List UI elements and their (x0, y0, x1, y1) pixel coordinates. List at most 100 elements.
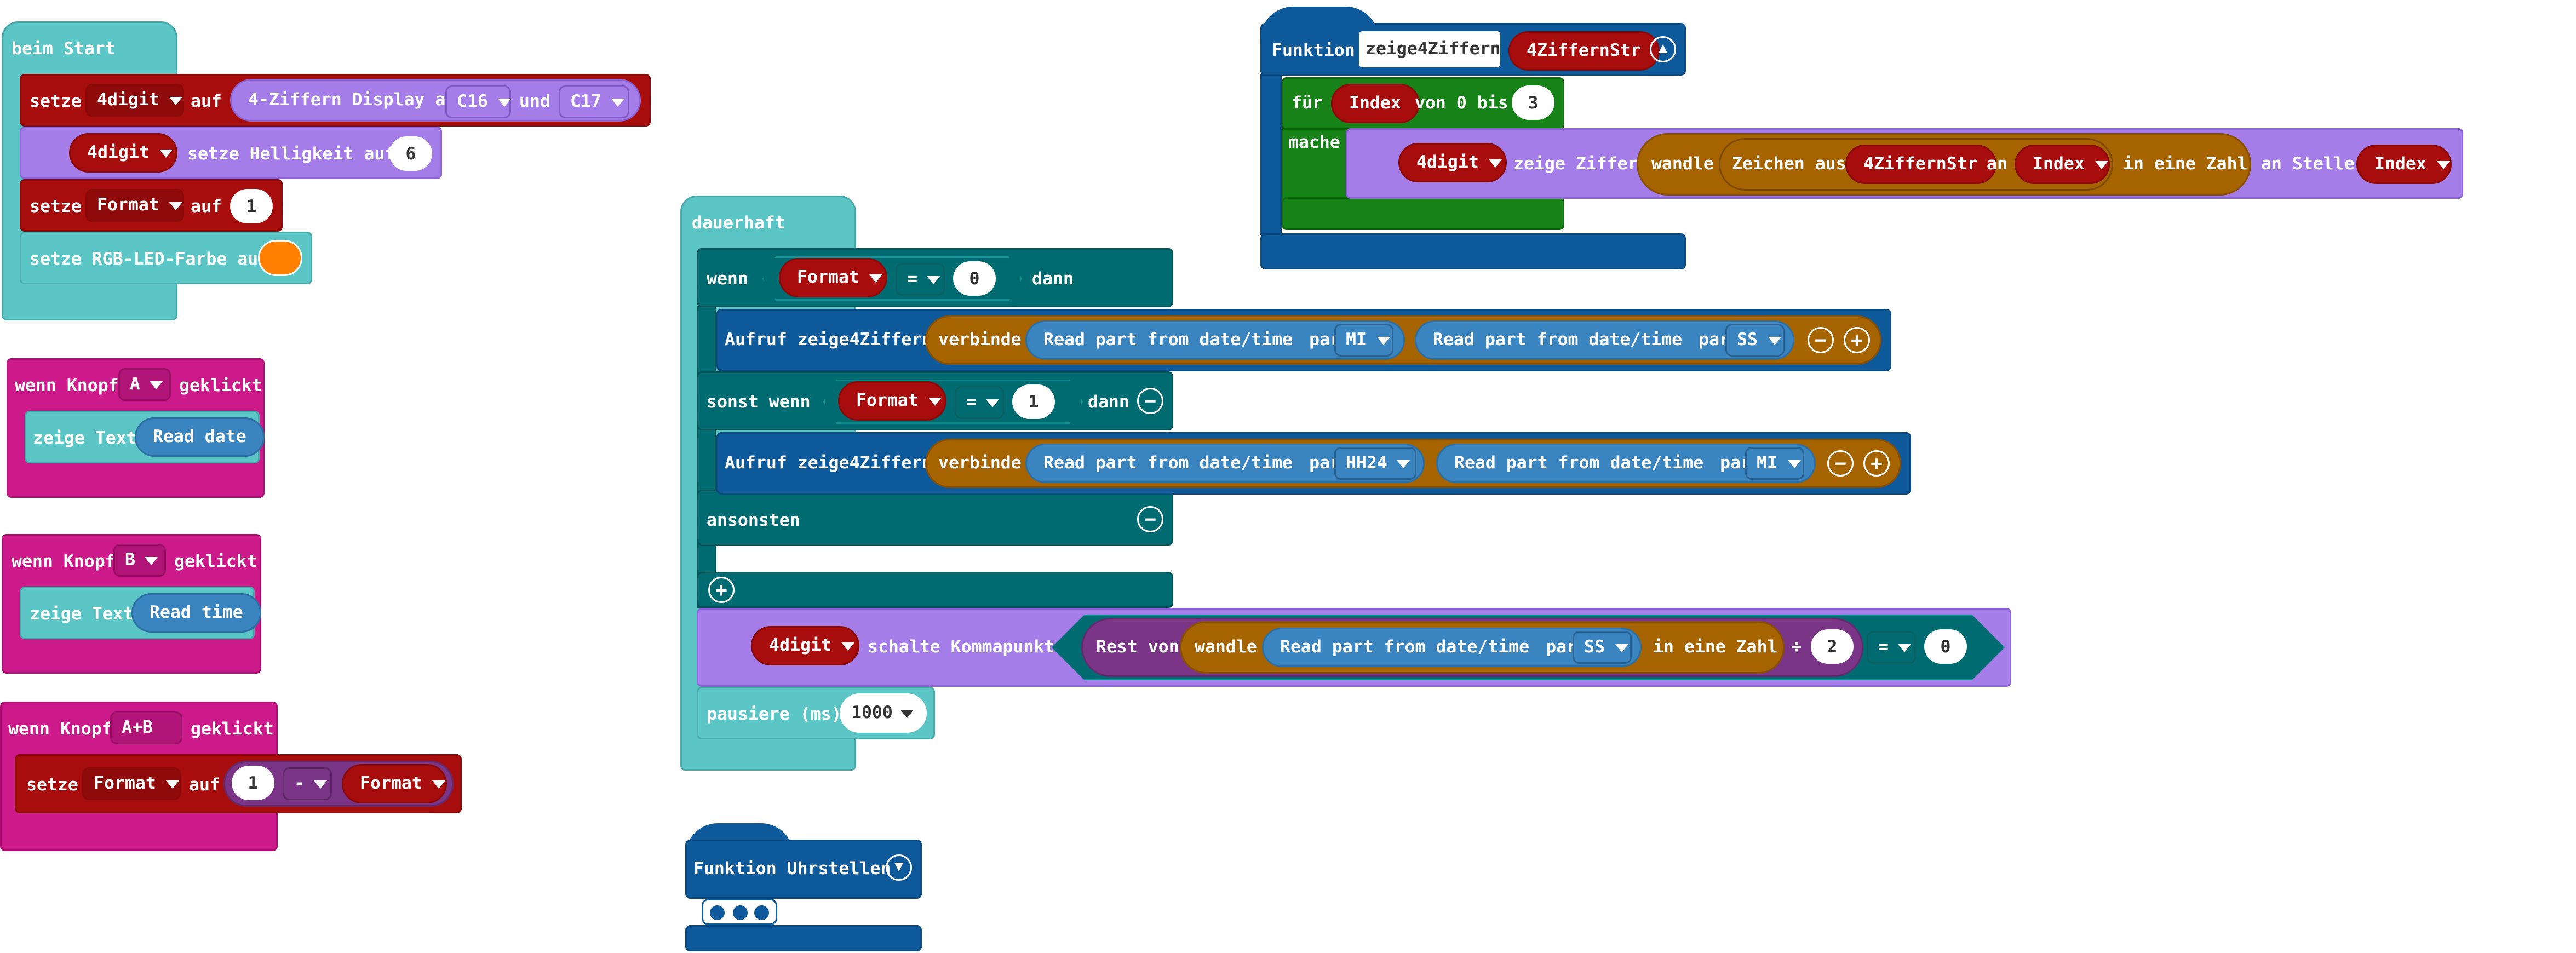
operator-dropdown[interactable]: - (283, 767, 332, 800)
operator-label: = (1878, 638, 1889, 657)
pin2-dropdown[interactable]: C17 (559, 85, 629, 118)
var-4digit-reporter[interactable]: 4digit (1398, 143, 1507, 182)
collapse-icon[interactable]: ▲ (1650, 36, 1676, 62)
pause-duration-dropdown[interactable]: 1000 (840, 693, 927, 733)
part-dropdown[interactable]: MI (1745, 447, 1804, 480)
minus-icon[interactable]: − (1827, 450, 1854, 476)
button-ab-dropdown[interactable]: A+B (110, 711, 182, 744)
var-format-reporter[interactable]: Format (342, 764, 447, 803)
pin1-dropdown[interactable]: C16 (445, 85, 511, 118)
loop-var-reporter[interactable]: Index (1331, 84, 1419, 123)
minus-icon[interactable]: − (1808, 327, 1834, 353)
divisor-input[interactable]: 2 (1811, 629, 1854, 664)
compare-value-input[interactable]: 0 (953, 261, 996, 296)
chevron-down-icon (169, 96, 182, 105)
then-label: dann (1088, 393, 1129, 412)
range-max-input[interactable]: 3 (1512, 85, 1554, 120)
index-reporter[interactable]: Index (2356, 145, 2452, 184)
function-name-input[interactable]: zeige4Ziffern (1359, 31, 1501, 67)
button-pre-label: wenn Knopf (8, 720, 112, 739)
at-label: an (1987, 154, 2007, 174)
compare-value-input[interactable]: 1 (1012, 384, 1055, 419)
function-footer (1260, 233, 1686, 269)
part-dropdown[interactable]: SS (1725, 324, 1785, 357)
expand-icon[interactable]: ▼ (886, 854, 912, 881)
operator-label: - (294, 774, 305, 794)
collapsed-body[interactable] (702, 899, 777, 925)
part-dropdown[interactable]: SS (1573, 631, 1632, 664)
join-label: verbinde (938, 453, 1022, 473)
var-format-reporter[interactable]: Format (779, 258, 887, 297)
var-format-dropdown[interactable]: Format (82, 767, 181, 800)
index-reporter[interactable]: Index (2015, 145, 2110, 184)
part-dropdown[interactable]: HH24 (1334, 447, 1416, 480)
auf-label: auf (191, 92, 222, 112)
var-4digit-reporter[interactable]: 4digit (751, 626, 859, 665)
var-label: Format (97, 196, 159, 215)
read-part-label: Read part from date/time (1280, 638, 1530, 657)
if-label: wenn (707, 269, 748, 289)
und-label: und (519, 92, 550, 112)
convert-label: wandle (1651, 154, 1714, 174)
at-position-label: an Stelle (2261, 154, 2355, 174)
var-4digit-dropdown[interactable]: 4digit (85, 84, 184, 117)
dot-icon (710, 904, 725, 920)
read-date-reporter[interactable]: Read date (135, 417, 265, 457)
operator-dropdown[interactable]: = (896, 263, 945, 296)
function-keyword: Funktion Uhrstellen (693, 859, 891, 879)
chevron-down-icon (145, 556, 158, 565)
part-dropdown[interactable]: MI (1334, 324, 1393, 357)
set-keyword: setze (30, 92, 82, 112)
plus-icon[interactable]: + (1844, 327, 1870, 353)
chevron-down-icon (986, 398, 1000, 407)
else-label: ansonsten (707, 511, 800, 531)
chevron-down-icon (900, 709, 914, 717)
color-swatch-icon[interactable] (258, 240, 302, 276)
chevron-down-icon (1488, 158, 1502, 167)
chevron-down-icon (1614, 643, 1628, 652)
plus-icon[interactable]: + (708, 577, 735, 603)
operator-dropdown[interactable]: = (955, 386, 1004, 419)
number-1-input[interactable]: 1 (232, 766, 274, 800)
plus-icon[interactable]: + (1863, 450, 1890, 476)
operator-dropdown[interactable]: = (1867, 631, 1916, 664)
forever-label: dauerhaft (692, 214, 785, 233)
param-reporter[interactable]: 4ZiffernStr (1845, 145, 1996, 184)
if-spine (697, 306, 716, 608)
compare-value-input[interactable]: 0 (1924, 629, 1967, 664)
var-format-reporter[interactable]: Format (838, 381, 946, 421)
chevron-down-icon (1898, 643, 1912, 652)
function-param-reporter[interactable]: 4ZiffernStr (1508, 31, 1659, 71)
chevron-down-icon (2436, 160, 2449, 169)
minus-icon[interactable]: − (1137, 388, 1163, 414)
button-post-label: geklickt (174, 552, 257, 572)
empty-else-slot (716, 546, 1173, 572)
chevron-down-icon (497, 97, 511, 106)
var-label: Format (94, 774, 156, 794)
var-label: Format (797, 268, 859, 288)
call-label: Aufruf zeige4Ziffern (725, 453, 933, 473)
var-label: 4digit (769, 636, 831, 656)
fn-label: 4-Ziffern Display an (248, 90, 456, 110)
var-format-dropdown[interactable]: Format (85, 189, 184, 222)
var-4digit-dropdown[interactable]: 4digit (69, 133, 177, 173)
dot-icon (732, 904, 747, 920)
auf-label: auf (191, 197, 222, 217)
chevron-down-icon (432, 779, 445, 788)
brightness-value-input[interactable]: 6 (389, 136, 432, 171)
read-time-reporter[interactable]: Read time (131, 593, 261, 633)
read-part-label: Read part from date/time (1433, 330, 1683, 350)
chevron-down-icon (159, 148, 173, 157)
operator-label: = (907, 269, 917, 289)
minus-icon[interactable]: − (1137, 506, 1163, 532)
pin2-label: C17 (570, 92, 601, 112)
auf-label: auf (189, 776, 220, 795)
function-uhrstellen-block[interactable] (685, 840, 922, 899)
button-a-dropdown[interactable]: A (118, 368, 171, 401)
dot-icon (754, 904, 769, 920)
button-b-dropdown[interactable]: B (113, 544, 166, 577)
format-value-input[interactable]: 1 (230, 189, 273, 223)
var-label: Format (360, 774, 422, 794)
chevron-down-icon (165, 779, 179, 788)
chevron-down-icon (1397, 459, 1410, 468)
